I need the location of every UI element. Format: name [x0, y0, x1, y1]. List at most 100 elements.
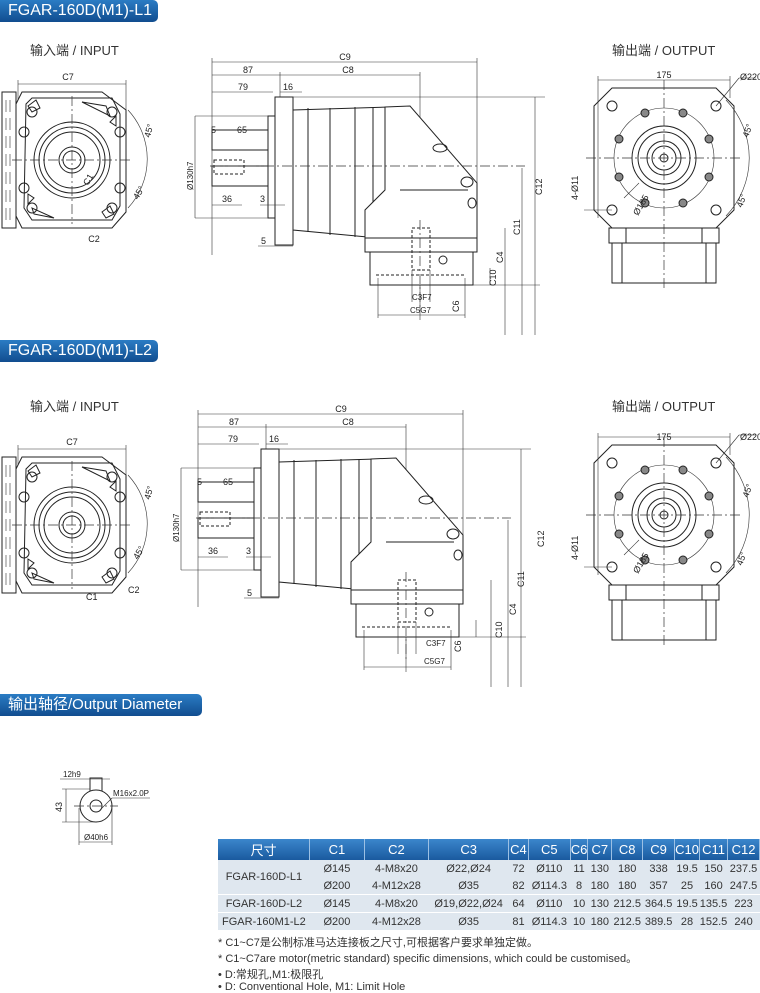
- value-cell: 180: [587, 877, 612, 895]
- dim-c5: C5G7: [410, 306, 431, 315]
- table-header-cell: C11: [699, 839, 729, 860]
- value-cell: 240: [727, 912, 760, 930]
- dim-out-angle-2-l2: 45°: [734, 550, 748, 567]
- dim-65: 65: [237, 125, 247, 135]
- dim-out-angle-2: 45°: [734, 192, 748, 209]
- dim-angle-2-l2: 45°: [131, 544, 147, 561]
- dim-220-l2: Ø220: [740, 432, 760, 442]
- dim-65-l2: 65: [223, 477, 233, 487]
- table-header-cell: 尺寸: [218, 839, 311, 860]
- dim-c3: C3F7: [412, 293, 432, 302]
- value-cell: Ø110: [528, 894, 571, 913]
- dim-c11-l2: C11: [516, 571, 526, 587]
- value-cell: 130: [587, 894, 612, 913]
- section-title-l1: FGAR-160D(M1)-L1: [0, 0, 158, 22]
- input-label-l2: 输入端 / INPUT: [30, 399, 119, 414]
- dim-c1-l2: C1: [86, 592, 98, 602]
- dim-5a-l2: 5: [197, 477, 202, 487]
- value-cell: 389.5: [642, 912, 675, 930]
- dim-175: 175: [656, 70, 671, 80]
- dim-c11: C11: [512, 219, 522, 235]
- dim-angle-2: 45°: [131, 184, 147, 201]
- value-cell: Ø200: [309, 877, 365, 895]
- output-shaft-drawing: 12h9 43 M16x2.0P Ø40h6: [54, 770, 150, 845]
- value-cell: Ø22,Ø24: [428, 860, 509, 877]
- dim-c4: C4: [495, 251, 505, 263]
- dim-c3-l2: C3F7: [426, 639, 446, 648]
- value-cell: 357: [642, 877, 675, 895]
- dim-175-l2: 175: [656, 432, 671, 442]
- table-header-cell: C7: [587, 839, 613, 860]
- note-1: * C1~C7是公制标准马达连接板之尺寸,可根据客户要求单独定做。: [218, 937, 538, 949]
- value-cell: 64: [508, 894, 529, 913]
- value-cell: 160: [699, 877, 728, 895]
- dim-c12-l2: C12: [536, 530, 546, 547]
- output-flange-view-l1: [583, 75, 757, 289]
- dim-36-l2: 36: [208, 546, 218, 556]
- input-flange-view-l2: [1, 444, 148, 594]
- dim-3: 3: [260, 194, 265, 204]
- value-cell: 364.5: [642, 894, 675, 913]
- dim-220: Ø220: [740, 72, 760, 82]
- input-flange-view-l1: [1, 79, 148, 229]
- value-cell: 82: [508, 877, 529, 895]
- value-cell: Ø110: [528, 860, 571, 877]
- dim-c7: C7: [62, 72, 74, 82]
- dim-c9: C9: [339, 52, 351, 62]
- value-cell: 180: [611, 860, 643, 877]
- dim-c10: C10: [488, 269, 498, 286]
- dim-c6-l2: C6: [453, 640, 463, 652]
- value-cell: 11: [570, 860, 588, 877]
- value-cell: 81: [508, 912, 529, 930]
- table-header-cell: C6: [570, 839, 589, 860]
- value-cell: Ø200: [309, 912, 365, 930]
- dim-c2: C2: [88, 234, 100, 244]
- dim-c9-l2: C9: [335, 404, 347, 414]
- table-header-cell: C12: [727, 839, 760, 860]
- dim-79: 79: [238, 82, 248, 92]
- value-cell: Ø35: [428, 877, 509, 895]
- dim-79-l2: 79: [228, 434, 238, 444]
- value-cell: Ø114.3: [528, 877, 571, 895]
- value-cell: 19.5: [674, 860, 700, 877]
- dim-4-holes: 4-Ø11: [570, 176, 580, 200]
- dim-out-angle-1-l2: 45°: [740, 482, 754, 499]
- value-cell: 28: [674, 912, 700, 930]
- table-header-cell: C4: [508, 839, 529, 860]
- dim-c2-l2: C2: [128, 585, 140, 595]
- value-cell: 180: [611, 877, 643, 895]
- value-cell: Ø35: [428, 912, 509, 930]
- value-cell: 212.5: [611, 912, 643, 930]
- dim-87-l2: 87: [229, 417, 239, 427]
- value-cell: 19.5: [674, 894, 700, 913]
- value-cell: 4-M12x28: [364, 912, 429, 930]
- dim-c10-l2: C10: [494, 621, 504, 638]
- value-cell: Ø19,Ø22,Ø24: [428, 894, 509, 913]
- dim-c6: C6: [451, 300, 461, 312]
- table-header-cell: C9: [642, 839, 676, 860]
- dim-c4-l2: C4: [508, 603, 518, 615]
- value-cell: 247.5: [727, 877, 760, 895]
- value-cell: 4-M8x20: [364, 894, 429, 913]
- value-cell: 135.5: [699, 894, 728, 913]
- dim-16: 16: [283, 82, 293, 92]
- table-header-cell: C2: [364, 839, 430, 860]
- value-cell: 180: [587, 912, 612, 930]
- table-header-cell: C5: [528, 839, 571, 860]
- side-view-l2: C9 C8 87 79 16 5 65 Ø130h7 36 3 5 C12 C1…: [172, 404, 546, 688]
- section-title-l2: FGAR-160D(M1)-L2: [0, 340, 158, 362]
- section-title-output-diameter: 输出轴径/Output Diameter: [0, 694, 202, 716]
- dim-5b: 5: [261, 236, 266, 246]
- dim-130-l2: Ø130h7: [172, 513, 181, 542]
- value-cell: 8: [570, 877, 588, 895]
- dim-c1: C1: [81, 172, 95, 187]
- dim-c8-l2: C8: [342, 417, 354, 427]
- dim-angle-1-l2: 45°: [142, 484, 155, 500]
- value-cell: 10: [570, 912, 588, 930]
- model-cell: FGAR-160M1-L2: [218, 912, 310, 930]
